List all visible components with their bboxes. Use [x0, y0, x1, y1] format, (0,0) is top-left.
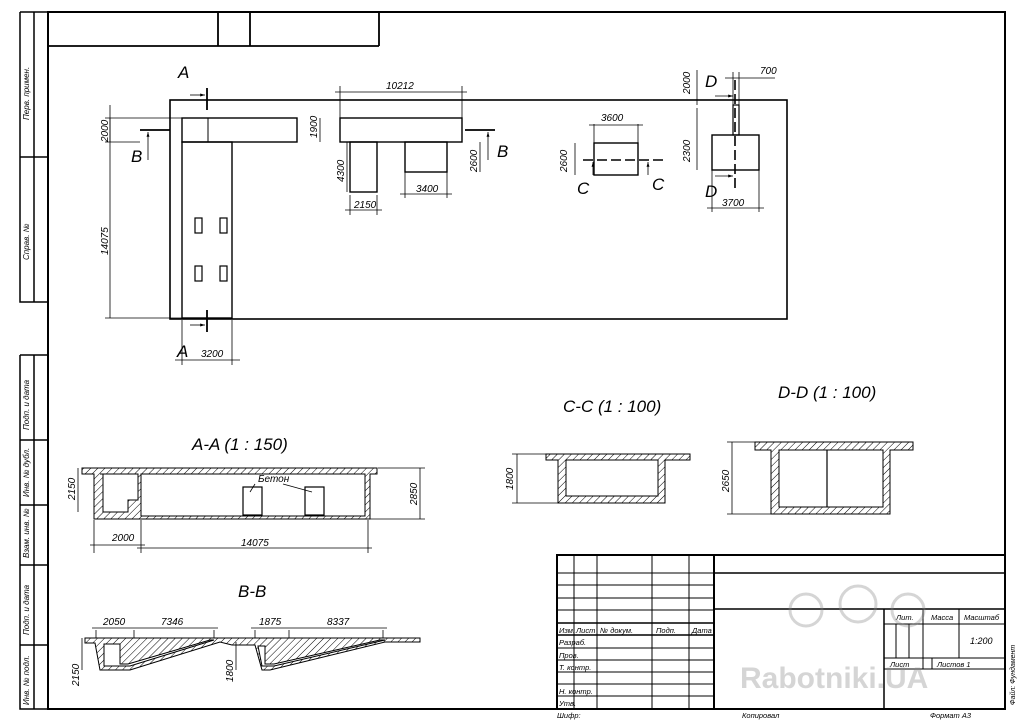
- pool-2-leg: [349, 141, 378, 193]
- dim-2150-bb: 2150: [71, 663, 82, 687]
- section-label-c-left: C: [577, 179, 590, 198]
- dim-4300-plan: 4300: [336, 159, 347, 182]
- tb-utv: Утв.: [558, 699, 576, 708]
- side-label-podp-data-1: Подп. и дата: [22, 379, 31, 430]
- dim-1800-cc: 1800: [505, 467, 516, 490]
- pool-2-step: [404, 141, 448, 173]
- sheet-frame: [47, 11, 1006, 710]
- dim-10212-plan: 10212: [386, 81, 414, 92]
- section-dd: D-D (1 : 100) 2650: [721, 383, 914, 515]
- tb-list: Лист: [575, 626, 595, 635]
- pool-top-arm: [181, 117, 298, 143]
- tb-izm: Изм.: [559, 626, 575, 635]
- pool-c: [593, 142, 639, 176]
- watermark-text: Rabotniki.UA: [740, 662, 928, 695]
- dim-2000-d-plan: 2000: [682, 71, 693, 95]
- side-label-inv-podl: Инв. № подл.: [22, 655, 31, 705]
- section-label-a-top: A: [177, 63, 189, 82]
- section-aa-title: A-A (1 : 150): [191, 435, 288, 454]
- dim-3400-plan: 3400: [416, 184, 439, 195]
- tb-kopiroval: Копировал: [742, 711, 780, 720]
- tb-listov: Листов 1: [936, 660, 971, 669]
- section-bb: B-B 2050 7346 1875 8337 2150 1800: [71, 582, 421, 687]
- tb-file: Файл: Фундамент: [1009, 645, 1017, 705]
- pool-leg: [181, 141, 233, 319]
- side-label-sprav-no: Справ. №: [22, 223, 31, 260]
- dim-1875-bb: 1875: [259, 617, 282, 628]
- watermark: Rabotniki.UA: [740, 584, 928, 695]
- label-concrete: Бетон: [258, 474, 290, 485]
- section-label-d-top: D: [705, 72, 717, 91]
- tb-shifr: Шифр:: [557, 711, 581, 720]
- dim-2000-aa: 2000: [111, 533, 135, 544]
- dim-2050-bb: 2050: [102, 617, 126, 628]
- dim-2600-plan: 2600: [469, 149, 480, 173]
- tb-lit: Лит.: [895, 613, 914, 622]
- section-dd-title: D-D (1 : 100): [778, 383, 876, 402]
- tb-data: Дата: [691, 626, 712, 635]
- tb-massa: Масса: [931, 613, 953, 622]
- dim-1900-plan: 1900: [309, 115, 320, 138]
- side-stamp: Перв. примен. Справ. № Подп. и дата Инв.…: [19, 11, 48, 710]
- section-label-b-left: B: [131, 147, 142, 166]
- tb-masshtab: Масштаб: [964, 613, 1000, 622]
- section-label-d-bottom: D: [705, 182, 717, 201]
- dim-2650-dd: 2650: [721, 469, 732, 493]
- side-label-inv-dubl: Инв. № дубл.: [22, 448, 31, 497]
- dim-2000-plan: 2000: [100, 119, 111, 143]
- tb-prov: Пров.: [559, 651, 579, 660]
- dim-2150-plan: 2150: [353, 200, 377, 211]
- dim-8337-bb: 8337: [327, 617, 350, 628]
- dim-700-plan: 700: [760, 66, 777, 77]
- tb-list2: Лист: [889, 660, 909, 669]
- dim-3200-plan: 3200: [201, 349, 224, 360]
- dim-2150-aa: 2150: [67, 477, 78, 501]
- section-bb-title: B-B: [238, 582, 266, 601]
- section-cc-title: C-C (1 : 100): [563, 397, 661, 416]
- pool-2-top: [339, 117, 463, 143]
- side-label-perv-primen: Перв. примен.: [22, 67, 31, 120]
- dim-14075-plan: 14075: [100, 227, 111, 255]
- plan-outline: [169, 99, 788, 320]
- side-label-podp-data-2: Подп. и дата: [22, 584, 31, 635]
- dim-1800-bb: 1800: [225, 659, 236, 682]
- dim-2300-plan: 2300: [682, 139, 693, 163]
- title-block: Изм. Лист № докум. Подп. Дата Разраб. Пр…: [556, 554, 1017, 720]
- dim-7346-bb: 7346: [161, 617, 184, 628]
- section-cc: C-C (1 : 100) 1800: [505, 397, 691, 504]
- dim-14075-aa: 14075: [241, 538, 269, 549]
- plan-view: A A B B 2000 14075 3200 10212 1900 4300: [100, 63, 788, 365]
- tb-n-kontr: Н. контр.: [559, 687, 593, 696]
- tb-razrab: Разраб.: [559, 638, 586, 647]
- tb-doc-no: № докум.: [600, 626, 633, 635]
- dim-3600-plan: 3600: [601, 113, 624, 124]
- dim-2850-aa: 2850: [409, 482, 420, 506]
- tb-format: Формат А3: [930, 711, 972, 720]
- section-label-c-right: C: [652, 175, 665, 194]
- tb-podp: Подп.: [656, 626, 676, 635]
- side-label-vzam-inv: Взам. инв. №: [22, 508, 31, 558]
- section-label-b-right: B: [497, 142, 508, 161]
- dim-2600-c-plan: 2600: [559, 149, 570, 173]
- section-aa: A-A (1 : 150) Бетон 2150 2850 2000 14075: [67, 435, 425, 553]
- dim-3700-plan: 3700: [722, 198, 745, 209]
- tb-scale-value: 1:200: [970, 636, 993, 646]
- tb-t-kontr: Т. контр.: [559, 663, 591, 672]
